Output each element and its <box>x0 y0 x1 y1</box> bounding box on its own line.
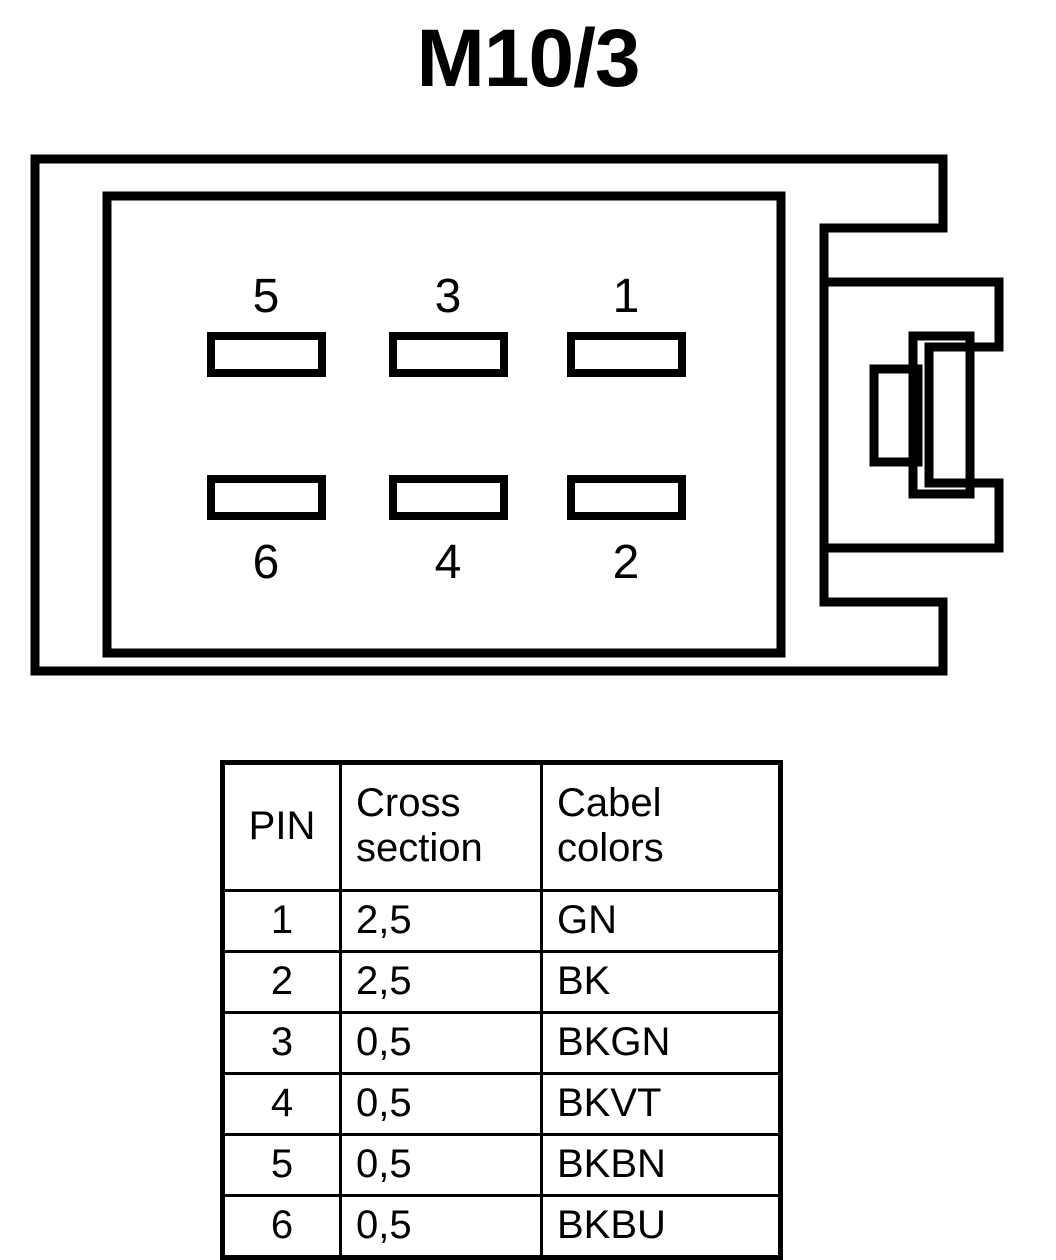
pin-slot-1 <box>567 332 686 377</box>
cell-pin: 3 <box>221 1011 342 1075</box>
cell-cable-color: BKVT <box>540 1072 782 1136</box>
header-cross-line1: Cross <box>356 781 461 826</box>
pin-slot-3 <box>389 332 508 377</box>
header-pin: PIN <box>221 761 342 892</box>
cell-pin: 2 <box>221 950 342 1014</box>
connector-diagram: 5 3 1 6 4 2 <box>0 140 1056 710</box>
pin-number-5: 5 <box>253 270 280 323</box>
table-row: 6 0,5 BKBU <box>221 1194 782 1259</box>
cell-pin: 1 <box>221 889 342 953</box>
connector-inner-housing <box>102 191 786 658</box>
table-row: 1 2,5 GN <box>221 889 782 953</box>
pin-assignment-table: PIN Cross section Cabel colors 1 2,5 GN … <box>220 760 783 1260</box>
pin-number-3: 3 <box>435 270 462 323</box>
header-color-line1: Cabel <box>557 781 662 826</box>
header-color-line2: colors <box>557 826 664 870</box>
cell-cable-color: BK <box>540 950 782 1014</box>
cell-pin: 4 <box>221 1072 342 1136</box>
cell-cross-section: 2,5 <box>339 950 543 1014</box>
cell-cross-section: 0,5 <box>339 1194 543 1259</box>
table-row: 5 0,5 BKBN <box>221 1133 782 1197</box>
pin-slot-6 <box>207 475 326 520</box>
pin-number-2: 2 <box>613 536 640 589</box>
cell-cable-color: BKBU <box>540 1194 782 1259</box>
table-row: 4 0,5 BKVT <box>221 1072 782 1136</box>
latch-outer-bracket <box>819 277 1004 553</box>
pin-slot-4 <box>389 475 508 520</box>
cell-cable-color: BKGN <box>540 1011 782 1075</box>
pin-slot-5 <box>207 332 326 377</box>
cell-cross-section: 0,5 <box>339 1072 543 1136</box>
cell-pin: 6 <box>221 1194 342 1259</box>
cell-cross-section: 0,5 <box>339 1011 543 1075</box>
latch-inner-tab <box>908 331 975 499</box>
latch-side-pad <box>869 364 923 467</box>
page-title: M10/3 <box>416 13 641 104</box>
cell-cross-section: 2,5 <box>339 889 543 953</box>
table-header-row: PIN Cross section Cabel colors <box>221 761 782 892</box>
table-row: 3 0,5 BKGN <box>221 1011 782 1075</box>
header-cable-colors: Cabel colors <box>540 761 782 892</box>
cell-cross-section: 0,5 <box>339 1133 543 1197</box>
pin-slot-2 <box>567 475 686 520</box>
connector-outer-housing <box>30 154 948 676</box>
table-row: 2 2,5 BK <box>221 950 782 1014</box>
cell-cable-color: GN <box>540 889 782 953</box>
pin-number-1: 1 <box>613 270 640 323</box>
pin-number-6: 6 <box>253 536 280 589</box>
pin-number-4: 4 <box>435 536 462 589</box>
cell-pin: 5 <box>221 1133 342 1197</box>
header-cross-line2: section <box>356 826 483 870</box>
header-cross-section: Cross section <box>339 761 543 892</box>
cell-cable-color: BKBN <box>540 1133 782 1197</box>
